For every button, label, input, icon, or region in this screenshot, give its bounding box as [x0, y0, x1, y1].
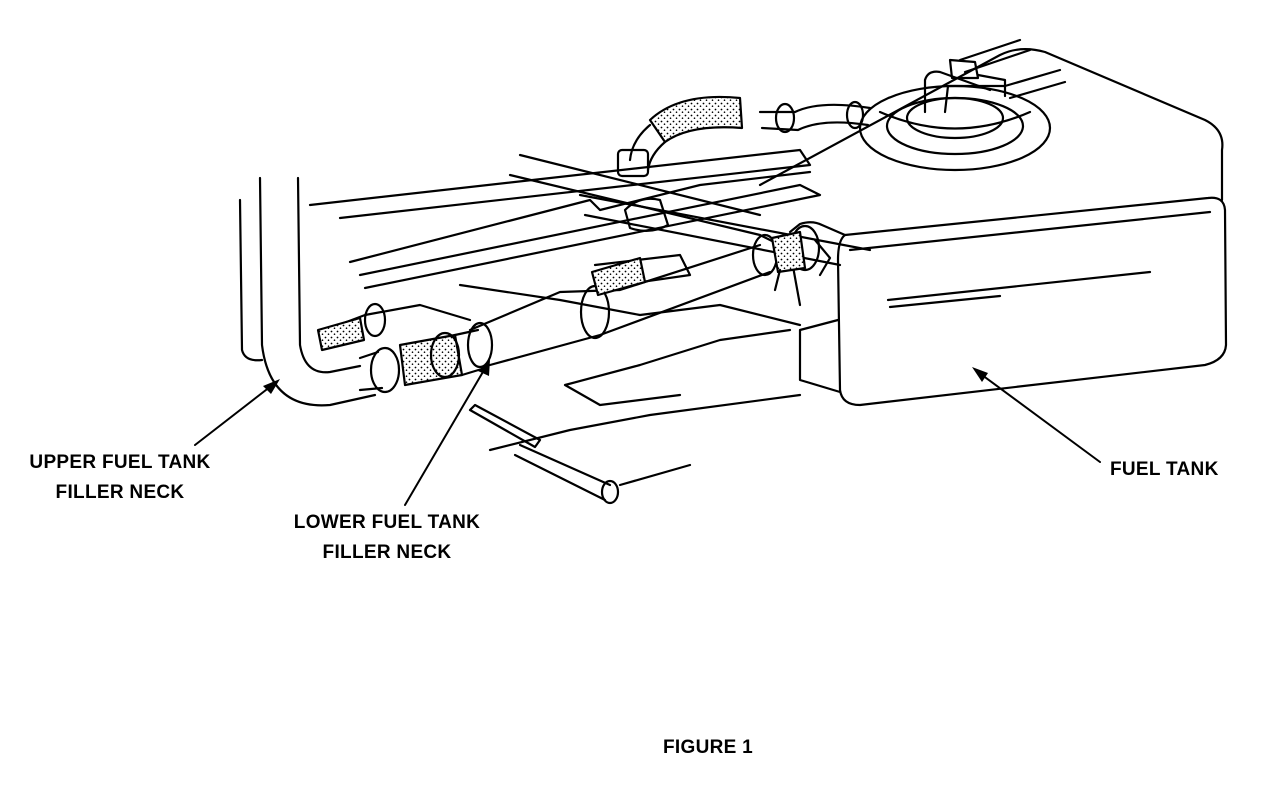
- frame-rail-2: [348, 170, 812, 264]
- fuel-tank-arrow: [977, 371, 1101, 463]
- tank-rib-2: [888, 294, 1002, 309]
- sender-tube-2: [943, 84, 1007, 114]
- lower-filler-neck-label-line-1: LOWER FUEL TANK: [293, 512, 481, 533]
- bracket: [623, 197, 670, 232]
- underbody-misc: [468, 403, 692, 505]
- tank-inlet-hose: [770, 230, 807, 274]
- leader-lines: [194, 364, 1101, 506]
- breather-fitting: [363, 302, 387, 338]
- floor-edge: [458, 283, 802, 327]
- vent-fitting-2: [845, 100, 865, 130]
- floor-pan: [563, 328, 792, 407]
- strap-bracket: [468, 403, 542, 449]
- tank-side-lower: [798, 318, 842, 394]
- sender-mid-ring: [885, 96, 1025, 156]
- vent-fitting-1: [774, 102, 796, 134]
- tank-lip: [848, 210, 1212, 252]
- upper-neck-arrow: [194, 382, 276, 446]
- fuel-tank: [758, 48, 1228, 407]
- sender-unit: [858, 38, 1067, 172]
- figure-caption: FIGURE 1: [663, 737, 754, 758]
- lower-rod: [513, 443, 612, 502]
- lower-neck-end: [466, 321, 494, 369]
- lower-rod-end: [600, 479, 620, 505]
- upper-neck-edge: [238, 198, 264, 362]
- lower-filler-neck-label: LOWER FUEL TANK FILLER NECK: [282, 508, 492, 568]
- lower-neck-top: [468, 243, 762, 332]
- upper-filler-neck-label-line-2: FILLER NECK: [55, 482, 185, 503]
- upper-filler-neck: [238, 176, 472, 407]
- vent-clamp: [616, 148, 650, 178]
- sender-inner-ring: [905, 96, 1005, 140]
- sender-tube-1: [923, 70, 992, 114]
- arrowheads: [263, 360, 988, 394]
- clamp-1: [369, 346, 401, 394]
- tank-side: [788, 221, 847, 237]
- frame-rail-3: [358, 183, 822, 290]
- sender-fitting: [948, 58, 980, 80]
- lower-neck-arrow: [404, 364, 488, 506]
- upper-filler-neck-label-line-1: UPPER FUEL TANK: [29, 452, 211, 473]
- fuel-tank-label: FUEL TANK: [1110, 459, 1219, 480]
- lower-filler-neck: [466, 224, 832, 369]
- upper-neck-inner: [296, 176, 362, 374]
- breather-hose: [316, 316, 366, 352]
- tank-top-face: [758, 48, 1224, 202]
- upper-neck-outer: [258, 176, 377, 407]
- frame: [308, 148, 872, 452]
- vent-line: [758, 103, 872, 114]
- connector-hose: [358, 328, 487, 394]
- upper-neck-arrowhead: [263, 379, 280, 394]
- lower-filler-neck-label-line-2: FILLER NECK: [322, 542, 452, 563]
- fuel-tank-arrowhead: [972, 367, 988, 382]
- lower-neck-stipple-section: [590, 256, 647, 297]
- clamp-2: [429, 331, 461, 379]
- vent-hose-body: [648, 95, 744, 144]
- fuel-line-upper: [958, 38, 1032, 74]
- vent-hose: [616, 95, 872, 178]
- lower-neck-arrowhead: [478, 360, 490, 376]
- tank-front-edge: [836, 196, 1228, 407]
- upper-filler-neck-label: UPPER FUEL TANK FILLER NECK: [20, 448, 220, 508]
- tank-rib: [886, 270, 1152, 302]
